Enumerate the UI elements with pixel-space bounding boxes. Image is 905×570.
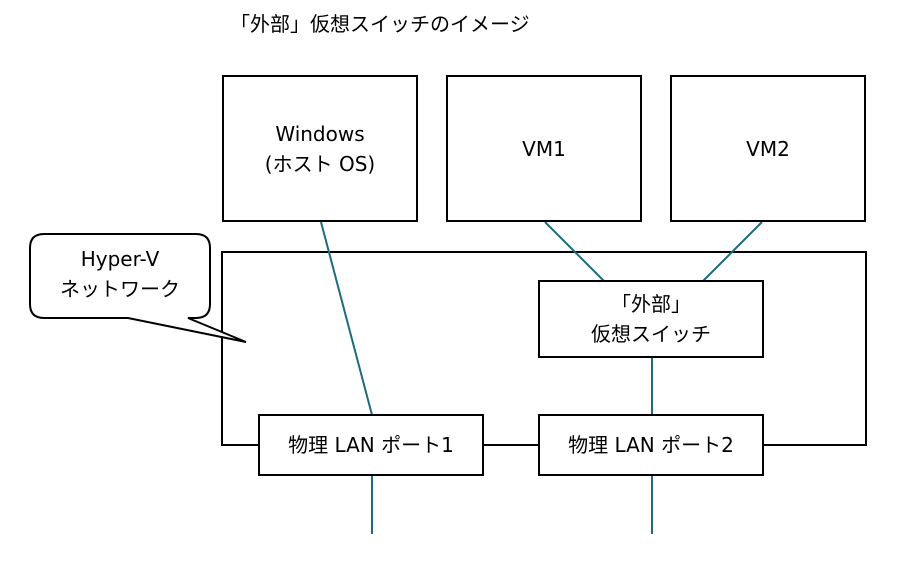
vm1-label: VM1 xyxy=(522,136,566,161)
external-virtual-switch-box: 「外部」 仮想スイッチ xyxy=(538,280,764,358)
physical-lan-port1-box: 物理 LAN ポート1 xyxy=(258,414,484,476)
physical-lan-port2-box: 物理 LAN ポート2 xyxy=(538,414,764,476)
external-switch-label: 「外部」 xyxy=(611,292,691,316)
connector-windows-port1 xyxy=(320,221,373,416)
vm2-label: VM2 xyxy=(746,136,790,161)
windows-host-box: Windows (ホスト OS) xyxy=(222,75,418,222)
callout-label: Hyper-V xyxy=(80,247,160,271)
vm2-box: VM2 xyxy=(670,75,866,222)
vm1-box: VM1 xyxy=(446,75,642,222)
physical-lan-port1-label: 物理 LAN ポート1 xyxy=(288,433,454,457)
diagram-title: 「外部」仮想スイッチのイメージ xyxy=(230,12,530,36)
windows-host-sublabel: (ホスト OS) xyxy=(264,151,376,176)
connector-vm2-switch xyxy=(702,221,763,282)
callout-bubble xyxy=(29,233,247,343)
windows-host-label: Windows xyxy=(275,121,365,146)
callout-text: Hyper-V ネットワーク xyxy=(28,244,212,304)
physical-lan-port2-label: 物理 LAN ポート2 xyxy=(568,433,734,457)
external-switch-sublabel: 仮想スイッチ xyxy=(591,322,711,346)
callout-sublabel: ネットワーク xyxy=(60,277,180,301)
connector-vm1-switch xyxy=(544,221,605,282)
